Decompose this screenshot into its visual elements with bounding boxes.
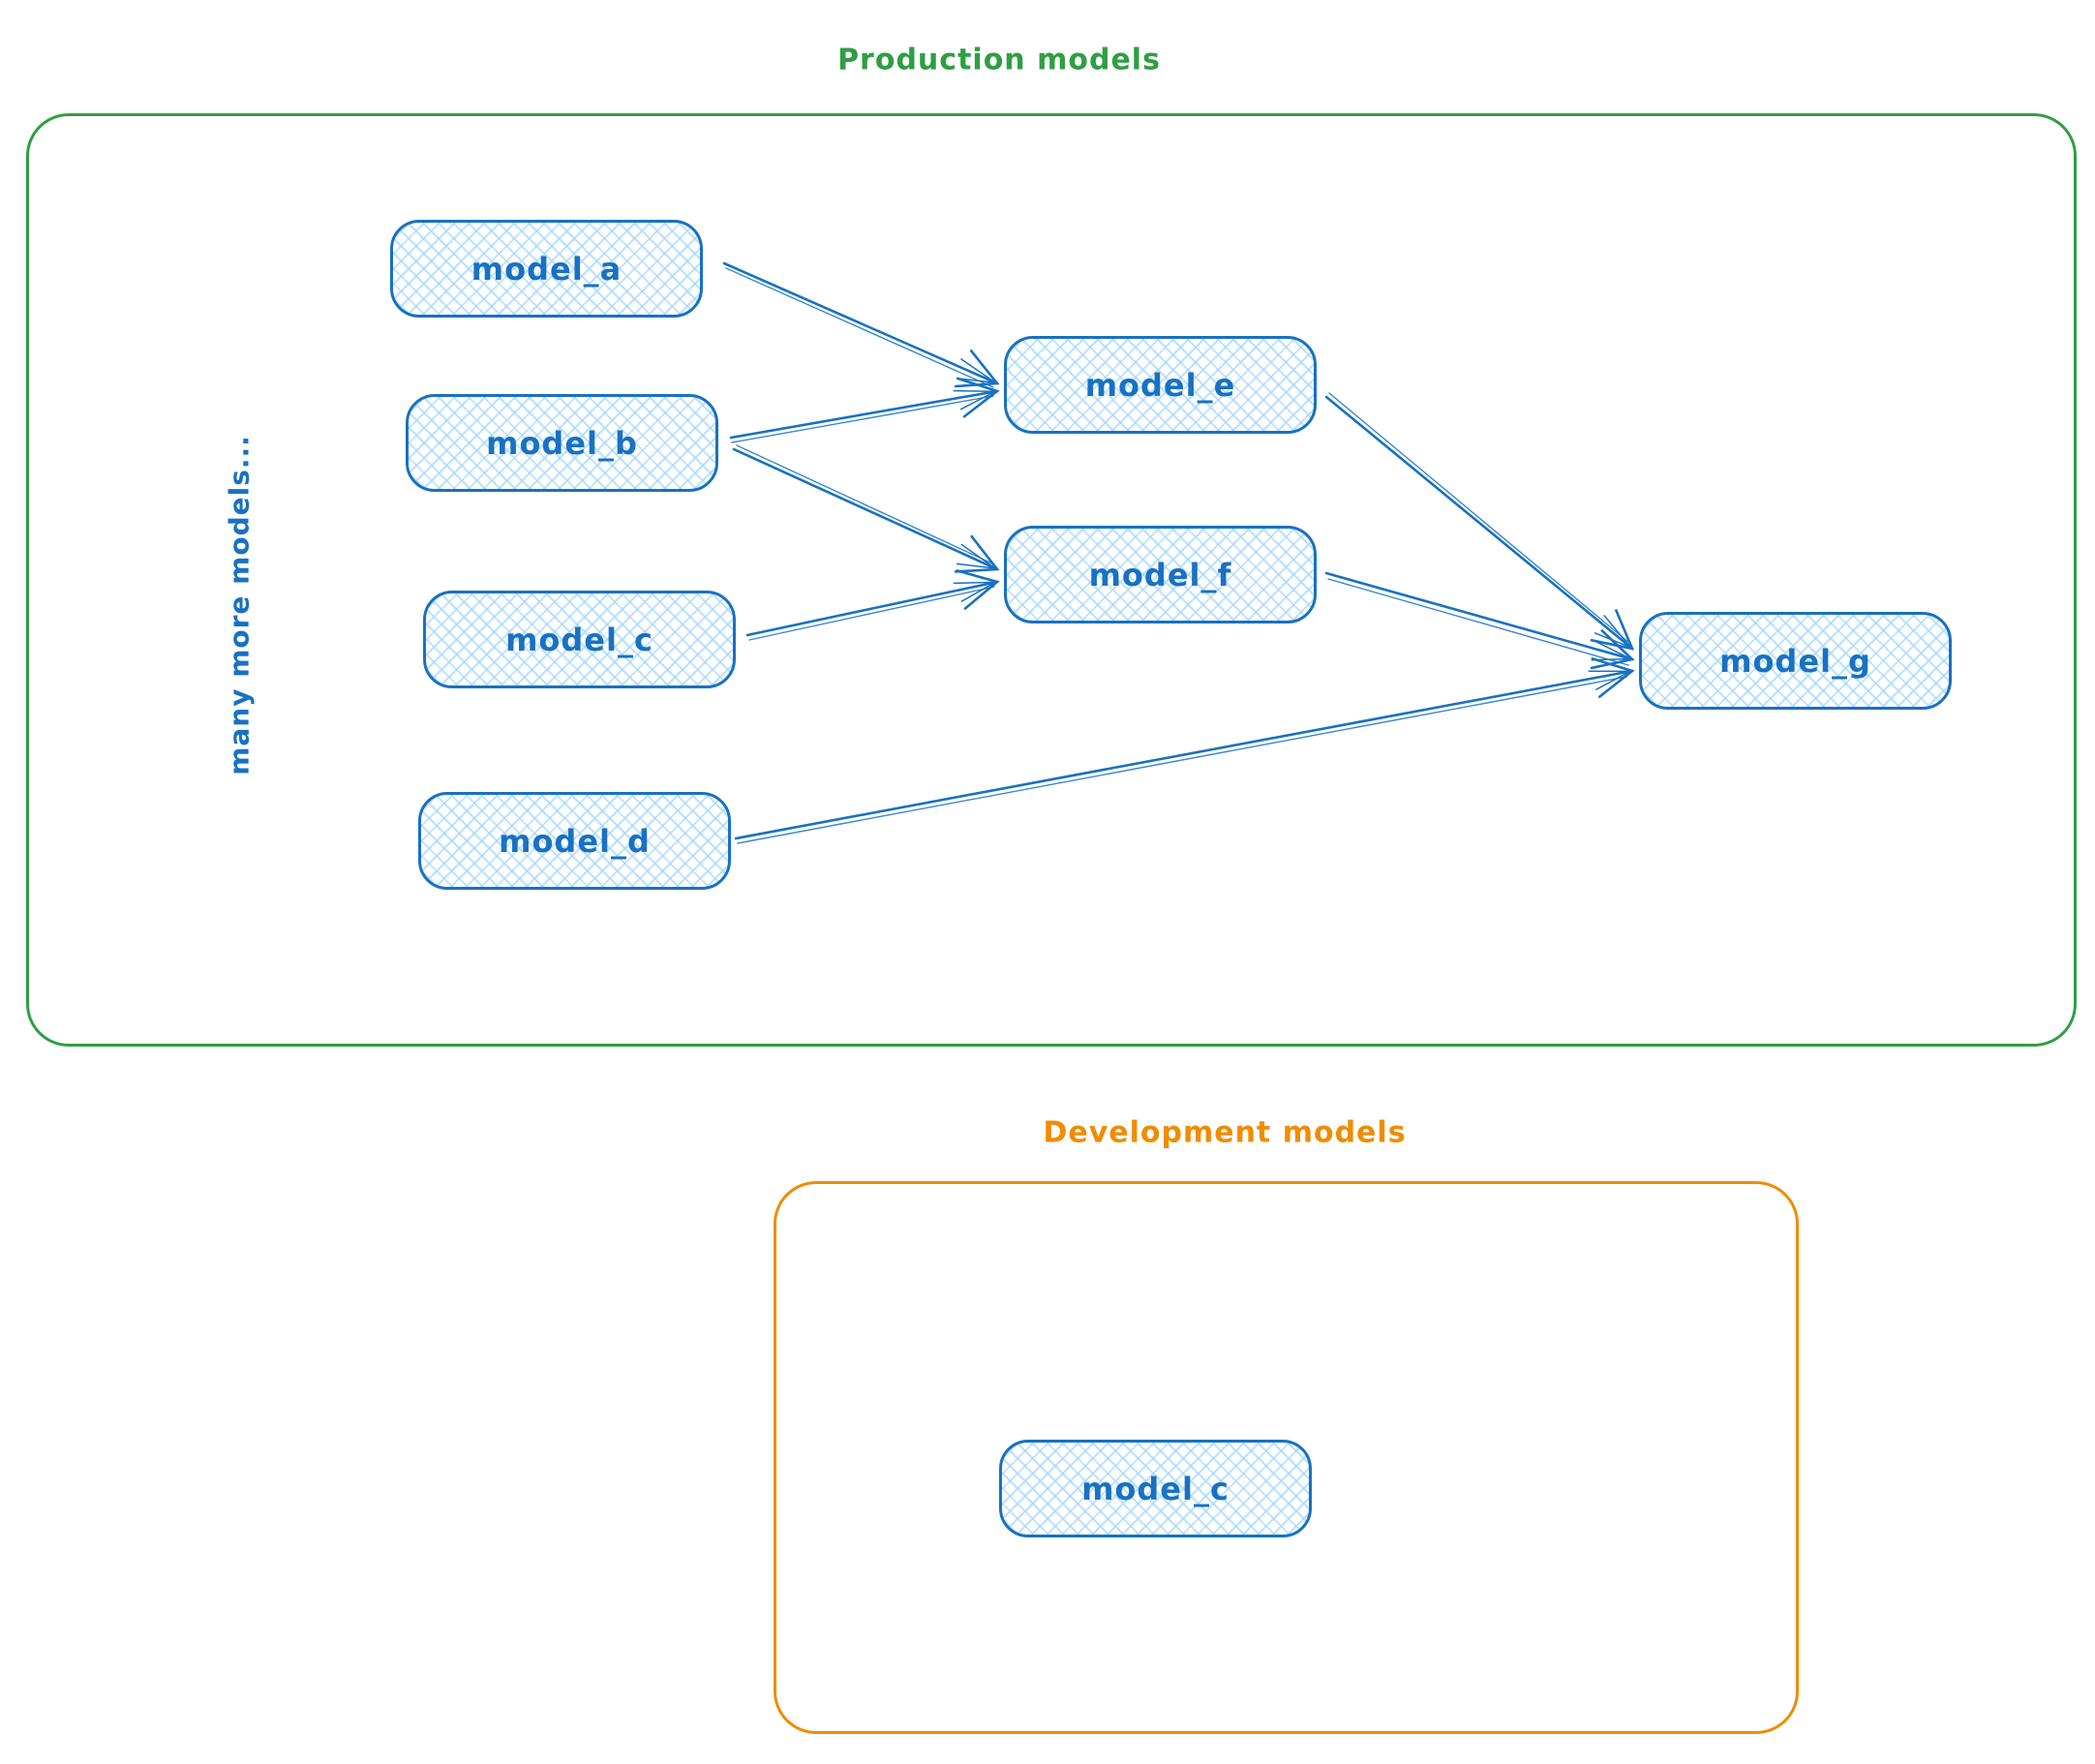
node-model-d-label: model_d — [499, 822, 651, 860]
node-model-a-label: model_a — [471, 250, 622, 288]
node-model-c: model_c — [423, 591, 736, 688]
node-model-f: model_f — [1004, 526, 1317, 623]
node-model-c-dev: model_c — [999, 1440, 1312, 1537]
node-model-f-label: model_f — [1088, 556, 1232, 593]
node-model-b: model_b — [406, 394, 718, 492]
node-model-a: model_a — [390, 220, 703, 318]
node-model-c-label: model_c — [505, 621, 653, 658]
node-model-b-label: model_b — [486, 424, 638, 462]
production-title: Production models — [837, 43, 1161, 77]
development-title: Development models — [1043, 1115, 1407, 1150]
node-model-e: model_e — [1004, 336, 1317, 434]
node-model-c-dev-label: model_c — [1081, 1470, 1230, 1507]
node-model-g-label: model_g — [1719, 642, 1871, 680]
node-model-d: model_d — [418, 792, 731, 890]
production-group-box — [26, 113, 2077, 1047]
many-more-models-label: many more models... — [223, 435, 256, 776]
node-model-g: model_g — [1639, 612, 1952, 710]
development-group-box — [774, 1181, 1799, 1734]
node-model-e-label: model_e — [1084, 366, 1236, 404]
